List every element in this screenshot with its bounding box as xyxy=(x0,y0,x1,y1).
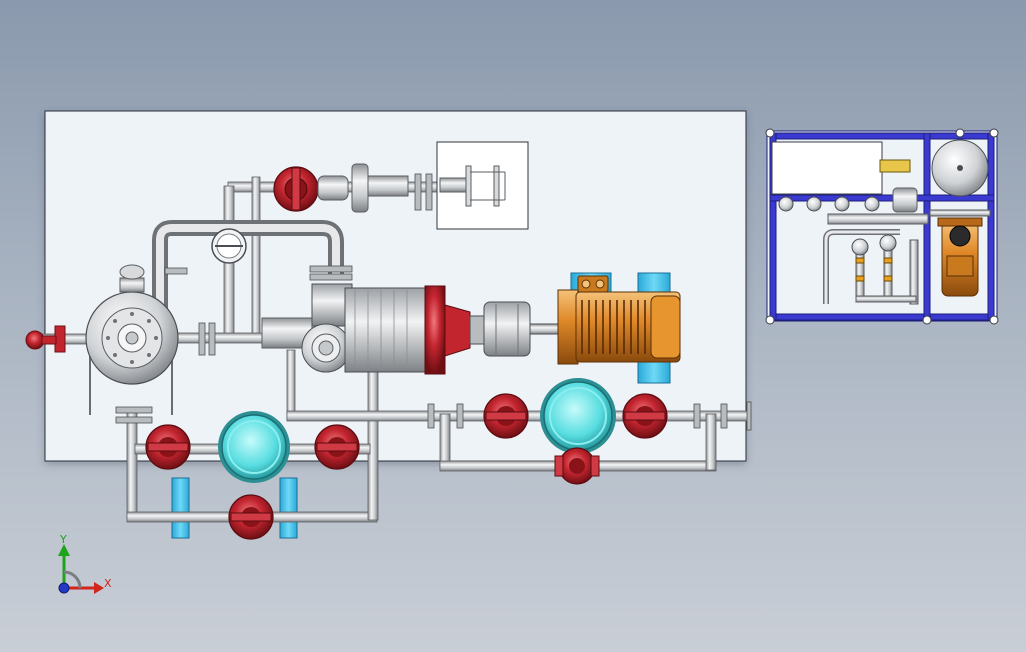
pipe-flanges xyxy=(115,173,752,431)
axis-triad-icon: Y X xyxy=(58,533,112,594)
valve-right-1 xyxy=(483,393,529,439)
valve-right-2 xyxy=(622,393,668,439)
top-strainer xyxy=(317,163,409,213)
x-axis-label: X xyxy=(104,577,112,590)
flow-meter-right[interactable] xyxy=(540,378,616,454)
electric-motor[interactable] xyxy=(557,275,681,365)
inlet-valve[interactable] xyxy=(25,325,66,353)
valve-bypass-left xyxy=(228,494,274,540)
ball-valves[interactable] xyxy=(145,393,668,540)
flow-meter-left[interactable] xyxy=(218,411,290,483)
separator-vessel[interactable] xyxy=(85,264,179,415)
pressure-gauge[interactable] xyxy=(211,228,247,264)
valve-lower-left-1 xyxy=(145,424,191,470)
valve-lower-left-2 xyxy=(314,424,360,470)
top-valve[interactable] xyxy=(273,166,319,212)
centrifugal-pump[interactable] xyxy=(261,283,485,375)
shaft-coupling xyxy=(483,301,561,357)
side-view-frame[interactable] xyxy=(765,128,999,325)
y-axis-label: Y xyxy=(59,533,67,546)
instrument-box[interactable] xyxy=(436,141,529,230)
valve-bypass-right xyxy=(554,447,600,485)
